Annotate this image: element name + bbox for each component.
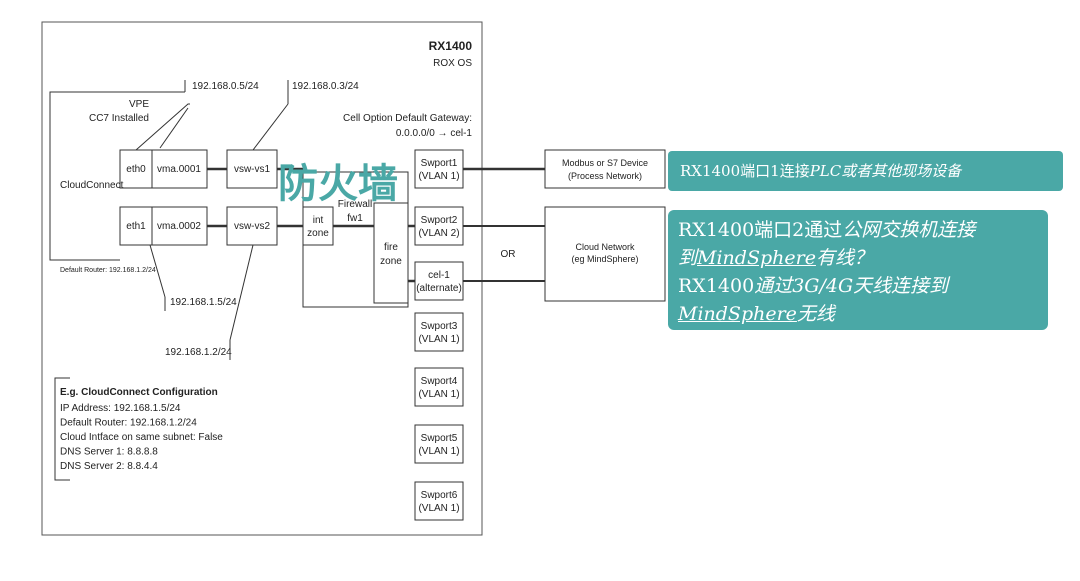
port-3-vlan: (alternate) xyxy=(416,283,462,294)
port-6-vlan: (VLAN 1) xyxy=(418,446,459,457)
swport5-box xyxy=(414,424,464,464)
rx1400-frame xyxy=(41,21,483,536)
swport1-box xyxy=(414,149,464,189)
gateway-line1: Cell Option Default Gateway: xyxy=(343,113,472,124)
port-6-name: Swport5 xyxy=(421,433,458,444)
int-zone-box xyxy=(302,206,334,246)
callout2-l2-a: 到 xyxy=(678,247,698,269)
config-line: DNS Server 1: 8.8.8.8 xyxy=(60,447,158,458)
fire-zone-box xyxy=(373,202,409,304)
cel1-box xyxy=(414,261,464,301)
callout1-italic: PLC或者其他现场设备 xyxy=(809,162,962,180)
cc7-label: CC7 Installed xyxy=(89,113,149,124)
modbus-label-1: Modbus or S7 Device xyxy=(562,158,648,168)
port1-callout: RX1400端口1连接PLC或者其他现场设备 xyxy=(668,151,1063,191)
fw1-label: fw1 xyxy=(347,213,363,224)
router-title: RX1400 xyxy=(429,39,473,53)
port-2-name: Swport2 xyxy=(421,215,458,226)
callout2-line2: 到MindSphere有线？ xyxy=(678,244,1048,272)
eth1-label: eth1 xyxy=(126,221,146,232)
modbus-label-2: (Process Network) xyxy=(568,171,642,181)
callout2-l3-prefix: RX1400 xyxy=(678,275,755,297)
fire-label: fire xyxy=(384,242,398,253)
callout1-prefix: RX1400端口1连接 xyxy=(680,162,810,180)
vma1-label: vma.0001 xyxy=(157,164,201,175)
config-line: Default Router: 192.168.1.2/24 xyxy=(60,418,197,429)
firewall-label: Firewall xyxy=(338,199,372,210)
port-2-vlan: (VLAN 2) xyxy=(418,228,459,239)
int-label: int xyxy=(313,215,324,226)
port-7-name: Swport6 xyxy=(421,490,458,501)
callout2-l2-underline: MindSphere xyxy=(697,247,816,269)
callout2-line4: MindSphere无线 xyxy=(678,300,1048,328)
callout2-l3-italic: 通过3G/4G天线连接到 xyxy=(754,275,949,297)
ip-0-3: 192.168.0.3/24 xyxy=(292,81,359,92)
cloud-network-box xyxy=(544,206,666,302)
port-3-name: cel-1 xyxy=(428,270,450,281)
vma2-label: vma.0002 xyxy=(157,221,201,232)
callout2-l1-prefix: RX1400端口2通过 xyxy=(678,219,843,241)
cloudconnect-label: CloudConnect xyxy=(60,180,124,191)
vsw1-label: vsw-vs1 xyxy=(234,164,271,175)
ip-0-5: 192.168.0.5/24 xyxy=(192,81,259,92)
config-bracket xyxy=(54,377,70,481)
config-title: E.g. CloudConnect Configuration xyxy=(60,387,218,398)
vpe-label: VPE xyxy=(129,99,149,110)
config-line: Cloud Intface on same subnet: False xyxy=(60,432,223,443)
or-label: OR xyxy=(501,249,516,260)
fire-zone-label: zone xyxy=(380,256,402,267)
ip-1-5: 192.168.1.5/24 xyxy=(170,297,237,308)
port-5-vlan: (VLAN 1) xyxy=(418,389,459,400)
config-line: IP Address: 192.168.1.5/24 xyxy=(60,403,181,414)
config-line: DNS Server 2: 8.8.4.4 xyxy=(60,461,158,472)
int-zone-label: zone xyxy=(307,228,329,239)
swport3-box xyxy=(414,312,464,352)
port-5-name: Swport4 xyxy=(421,376,458,387)
callout2-l4-b: 无线 xyxy=(796,303,835,325)
port-1-name: Swport1 xyxy=(421,158,458,169)
firewall-overlay: 防火墙 xyxy=(278,161,398,207)
cloud-label-1: Cloud Network xyxy=(575,242,635,252)
cloudconnect-bracket xyxy=(49,91,160,261)
swport6-box xyxy=(414,481,464,521)
ip-1-2: 192.168.1.2/24 xyxy=(165,347,232,358)
default-router-label: Default Router: 192.168.1.2/24 xyxy=(60,267,156,274)
port2-callout: RX1400端口2通过公网交换机连接 到MindSphere有线？ RX1400… xyxy=(668,210,1048,330)
eth0-label: eth0 xyxy=(126,164,146,175)
callout2-line3: RX1400通过3G/4G天线连接到 xyxy=(678,272,1048,300)
callout2-l1-italic: 公网交换机连接 xyxy=(842,219,976,241)
cloud-label-2: (eg MindSphere) xyxy=(571,254,638,264)
port-1-vlan: (VLAN 1) xyxy=(418,171,459,182)
swport2-box xyxy=(414,206,464,246)
router-subtitle: ROX OS xyxy=(433,58,472,69)
port-7-vlan: (VLAN 1) xyxy=(418,503,459,514)
port-4-name: Swport3 xyxy=(421,321,458,332)
gateway-line2: 0.0.0.0/0 → cel-1 xyxy=(396,128,473,139)
port-4-vlan: (VLAN 1) xyxy=(418,334,459,345)
swport4-box xyxy=(414,367,464,407)
callout2-line1: RX1400端口2通过公网交换机连接 xyxy=(678,216,1048,244)
vsw2-label: vsw-vs2 xyxy=(234,221,271,232)
modbus-box xyxy=(544,149,666,189)
callout2-l2-b: 有线？ xyxy=(815,247,873,269)
callout2-l4-underline: MindSphere xyxy=(678,303,797,325)
